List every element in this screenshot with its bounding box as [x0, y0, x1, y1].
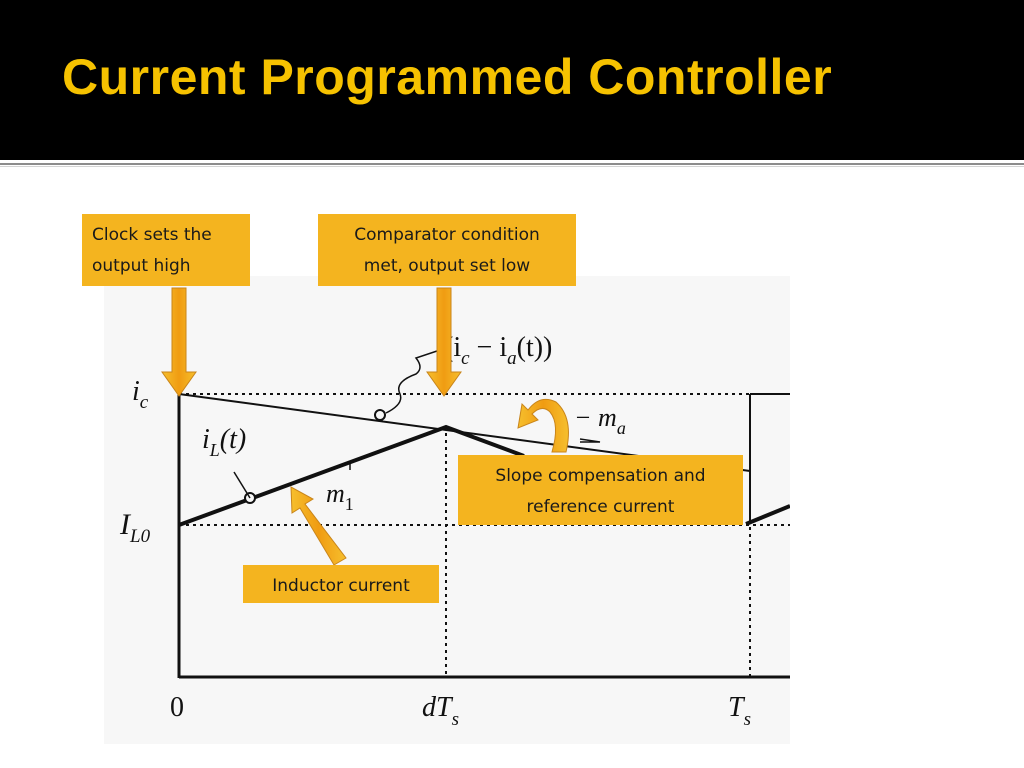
reference-marker [374, 409, 386, 421]
slide-title: Current Programmed Controller [62, 49, 833, 105]
slide-header: Current Programmed Controller [0, 0, 1024, 160]
header-divider-light [0, 166, 1024, 167]
reference-leader [385, 349, 441, 414]
comparator-callout-line-2: met, output set low [363, 256, 531, 276]
inductor-current-callout: Inductor current [243, 565, 439, 603]
slope-callout-line-1: Slope compensation and [495, 466, 706, 486]
ic-label: ic [132, 376, 149, 413]
inductor-callout-line-1: Inductor current [272, 576, 410, 596]
x-label-zero: 0 [170, 692, 184, 723]
comparator-callout: Comparator condition met, output set low [318, 214, 576, 286]
inductor-current-next [745, 504, 790, 526]
slope-callout-line-2: reference current [526, 497, 675, 517]
inductor-current-waveform [178, 424, 525, 527]
header-divider [0, 163, 1024, 165]
reference-annotation: (ic − ia(t)) [444, 332, 552, 369]
m1-slope-label: m1 [326, 479, 354, 514]
clock-callout: Clock sets the output high [82, 214, 250, 286]
comparator-callout-line-1: Comparator condition [354, 225, 540, 245]
clock-callout-line-1: Clock sets the [92, 225, 212, 245]
clock-callout-line-2: output high [92, 256, 191, 276]
x-label-dts: dTs [422, 692, 459, 730]
x-label-ts: Ts [728, 692, 751, 730]
il0-label: IL0 [119, 508, 151, 547]
slope-compensation-callout: Slope compensation and reference current [458, 455, 743, 525]
inductor-leader [233, 471, 251, 499]
il-annotation: iL(t) [202, 424, 246, 460]
ma-slope-label: − ma [574, 403, 626, 438]
m1-slope-triangle [328, 460, 351, 471]
ma-slope-triangle [579, 438, 601, 443]
